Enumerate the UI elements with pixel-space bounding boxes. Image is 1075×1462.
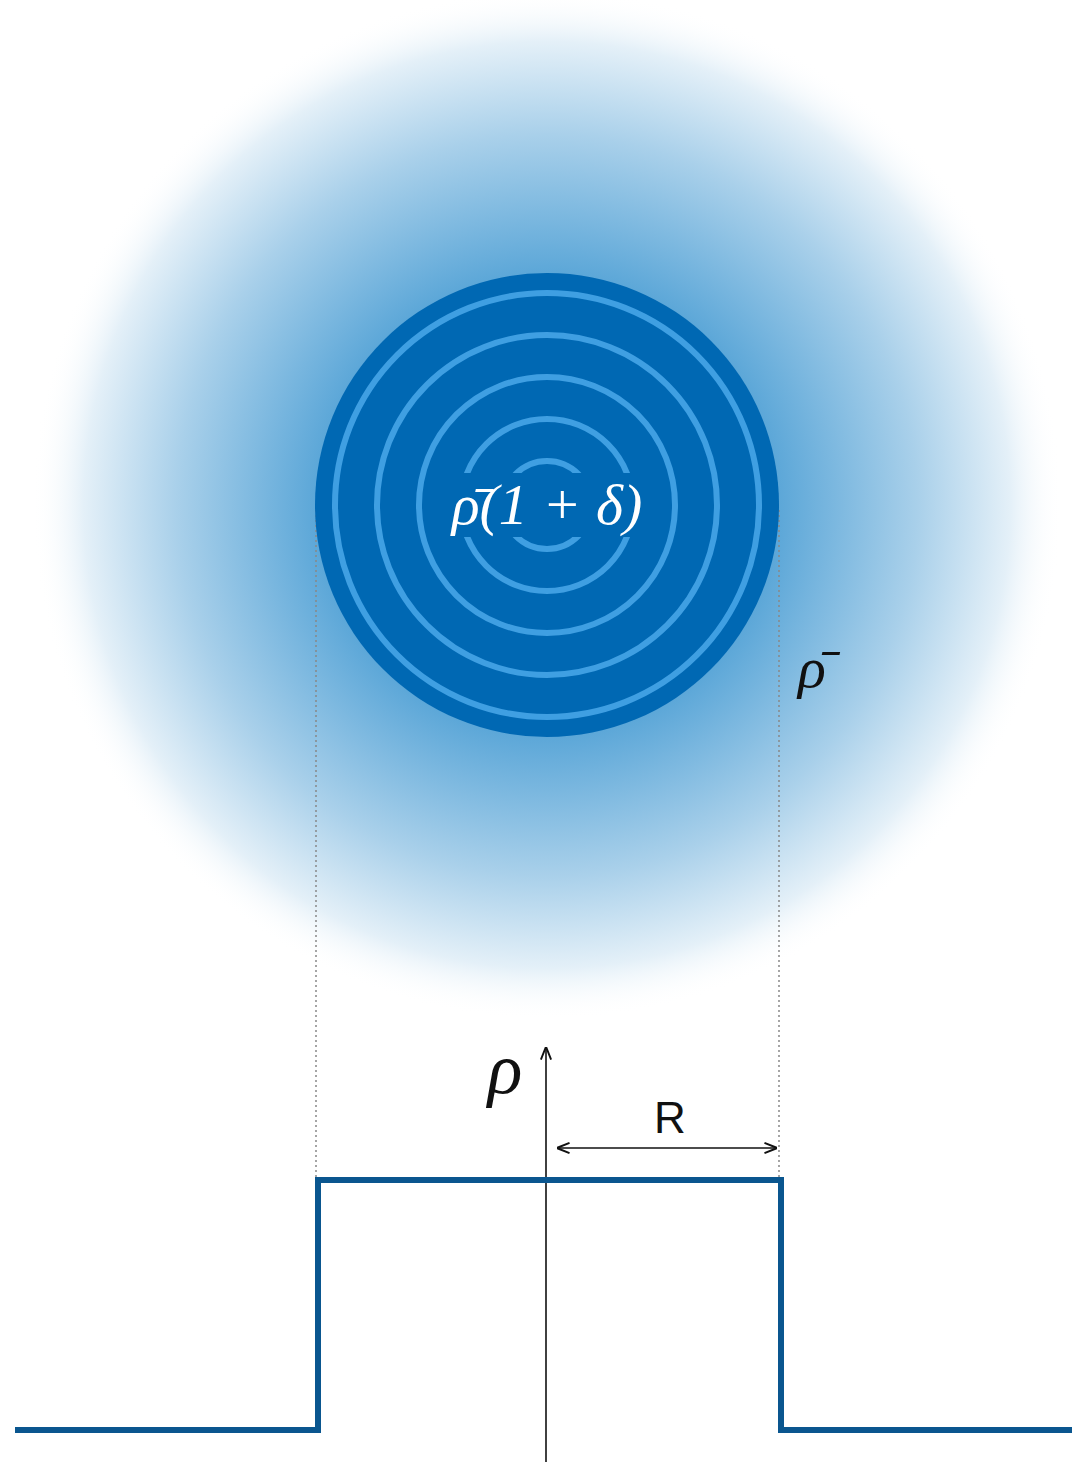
density-label: ρ̄(1 + δ) [446, 473, 649, 537]
background-halo [32, 0, 1062, 1020]
guide-line [315, 510, 317, 1180]
overdensity-disk: ρ̄(1 + δ) [315, 273, 779, 737]
density-axis [545, 1048, 547, 1462]
radius-label: R [654, 1094, 686, 1142]
radius-arrow [558, 1147, 776, 1149]
guide-line [778, 510, 780, 1180]
shell-ring [419, 377, 675, 633]
disk [315, 273, 779, 737]
density-symbol: ρ̄ [798, 636, 826, 700]
density-symbol: ρ [488, 1030, 523, 1109]
shell-ring [335, 293, 759, 717]
top-hat-profile [15, 1180, 1072, 1430]
shell-ring [377, 335, 717, 675]
